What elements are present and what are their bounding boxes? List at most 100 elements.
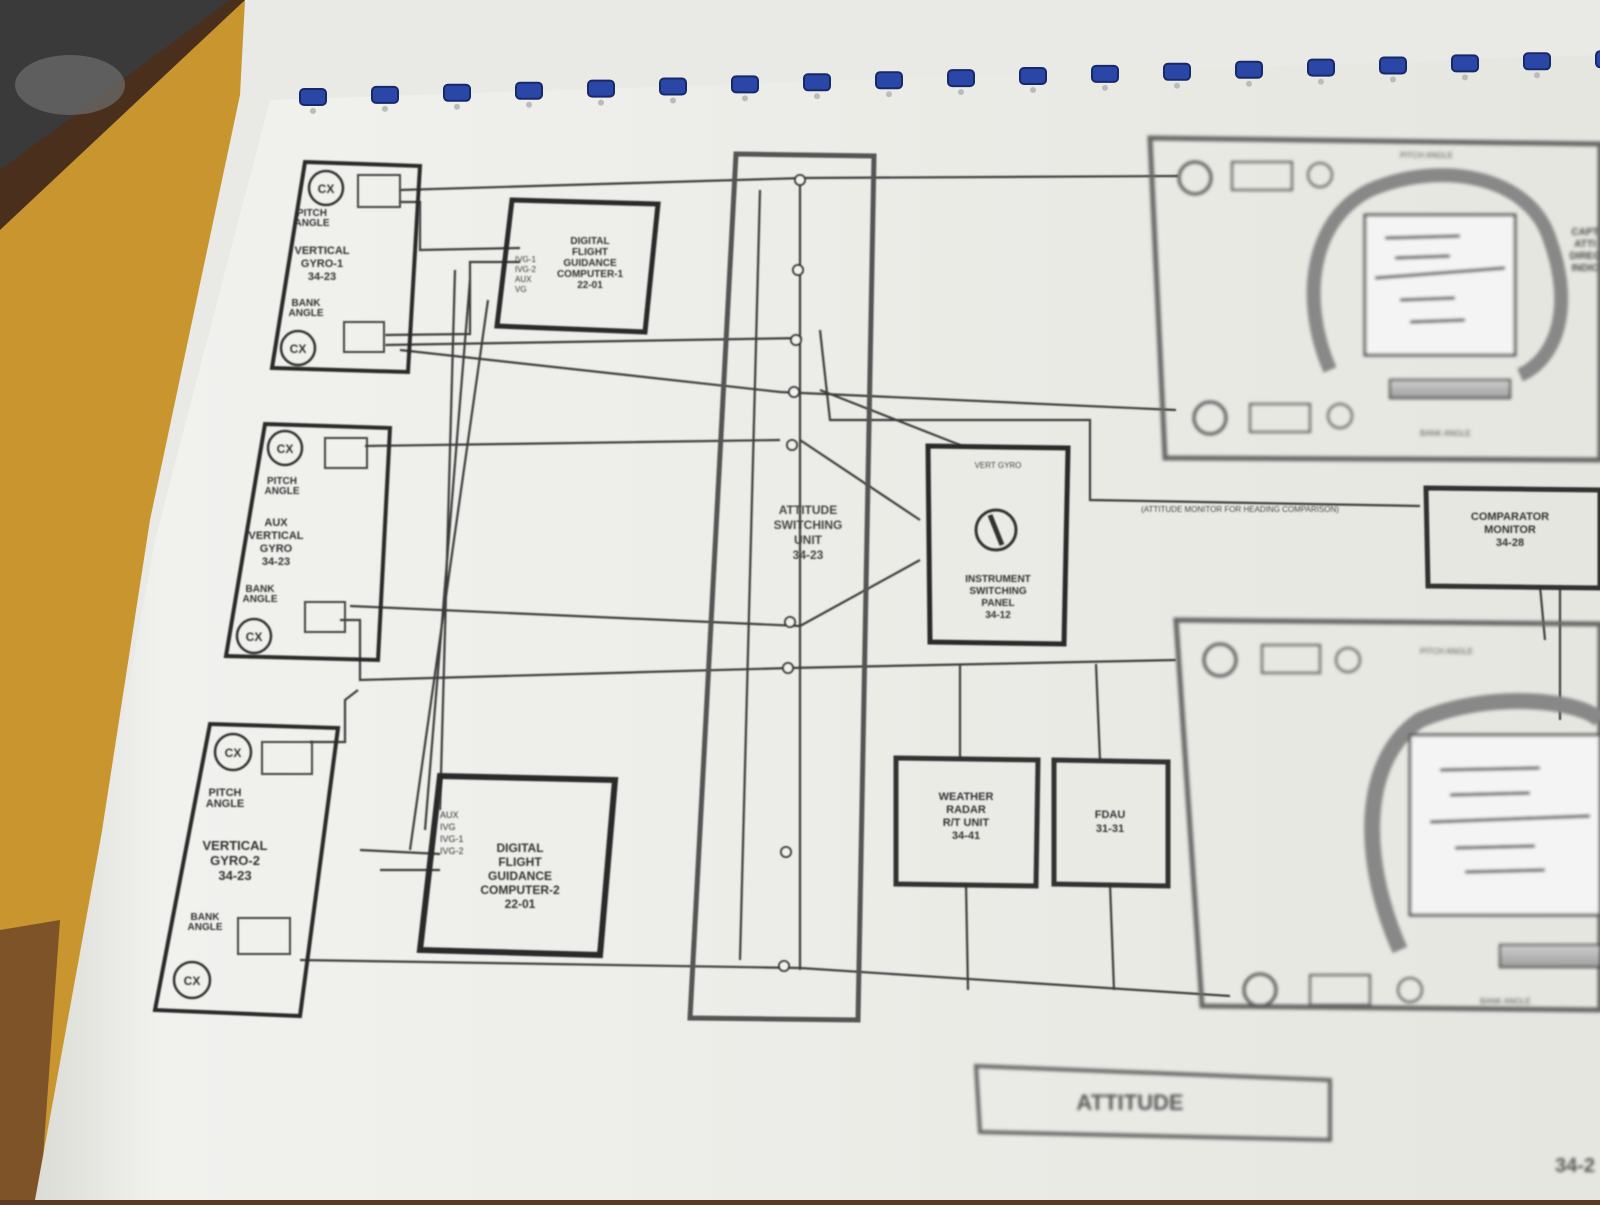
binding-coil [1379, 56, 1407, 75]
signal-wire [738, 189, 762, 961]
signal-wire [408, 299, 490, 851]
signal-wire [399, 348, 1177, 412]
isp-title: VERT GYRO [975, 461, 1022, 470]
cx-synchro-icon [235, 617, 273, 655]
binding-hole [1390, 76, 1396, 83]
signal-wire [1538, 585, 1547, 641]
cx-synchro-icon [279, 329, 317, 367]
binding-coil [659, 77, 687, 96]
binding-hole [382, 105, 388, 112]
cx-label: CX [290, 342, 307, 356]
first-officer-adi-box: PITCH ANGLE BANK ANGLE [1173, 617, 1600, 1013]
switch-contact-icon [778, 960, 790, 972]
synchro-icon [1202, 642, 1238, 678]
binding-hole [1102, 84, 1108, 91]
binding-coil [1523, 52, 1551, 71]
signal-wire [818, 329, 1421, 508]
cx-label: CX [277, 442, 294, 456]
binding-hole [1030, 87, 1036, 93]
binding-coil [443, 83, 471, 102]
signal-wire [964, 883, 970, 991]
signal-wire [799, 559, 921, 627]
binding-hole [742, 95, 748, 102]
binding-coil [1595, 50, 1600, 69]
adi-inclinometer [1499, 944, 1600, 968]
binding-hole [454, 103, 460, 110]
cx-label: CX [184, 974, 201, 988]
cx-label: CX [246, 630, 263, 644]
cx-label: CX [225, 746, 242, 760]
cx-synchro-icon [213, 732, 253, 772]
switch-contact-icon [784, 616, 796, 628]
cx-synchro-icon [266, 429, 304, 467]
synchro-icon [1242, 972, 1278, 1008]
signal-wire [423, 279, 472, 831]
switch-contact-icon [782, 662, 794, 674]
selector-knob-icon [974, 508, 1018, 552]
caption-box: ATTITUDE [973, 1063, 1332, 1143]
binding-hole [886, 91, 892, 98]
adi-bank-note: BANK ANGLE [1480, 997, 1531, 1006]
adi-pitch-note: PITCH ANGLE [1400, 151, 1453, 160]
synchro-icon [1192, 400, 1228, 436]
adi-pitch-scale [1429, 766, 1591, 874]
binding-hole [310, 108, 316, 114]
signal-wire [384, 260, 520, 337]
caption-text: ATTITUDE [1076, 1090, 1183, 1115]
binding-coil [947, 69, 975, 88]
binding-coil [1019, 67, 1047, 85]
adi-pitch-scale [1374, 234, 1506, 324]
adi-inclinometer [1389, 379, 1511, 399]
wiring-lines [299, 174, 1562, 998]
signal-wire [1108, 883, 1116, 991]
binding-hole [526, 101, 532, 108]
binding-coil [803, 73, 831, 92]
switch-contact-icon [792, 264, 804, 276]
binding-coil [371, 85, 399, 104]
page-number: 34-2 [1555, 1155, 1595, 1177]
cx-label: CX [318, 182, 335, 196]
signal-wire [1094, 663, 1102, 761]
binding-coil [1163, 62, 1191, 81]
cx-synchro-icon [307, 169, 345, 207]
binding-hole [670, 97, 676, 104]
binding-coil [1235, 60, 1263, 79]
binding-hole [598, 99, 604, 106]
comparator-note: (ATTITUDE MONITOR FOR HEADING COMPARISON… [1141, 505, 1339, 514]
binding-coil [515, 81, 543, 100]
switch-contact-icon [780, 846, 792, 858]
binding-coil [875, 71, 903, 90]
adi-pitch-note: PITCH ANGLE [1420, 647, 1473, 656]
signal-wire [310, 689, 359, 744]
binding-hole [1246, 80, 1252, 87]
signal-wire [799, 439, 921, 521]
signal-wire [349, 604, 801, 628]
binding-hole [958, 89, 964, 96]
cx-synchro-icon [172, 960, 212, 1000]
signal-wire [384, 336, 803, 347]
binding-coil [299, 88, 327, 106]
spiral-binding [299, 50, 1600, 114]
